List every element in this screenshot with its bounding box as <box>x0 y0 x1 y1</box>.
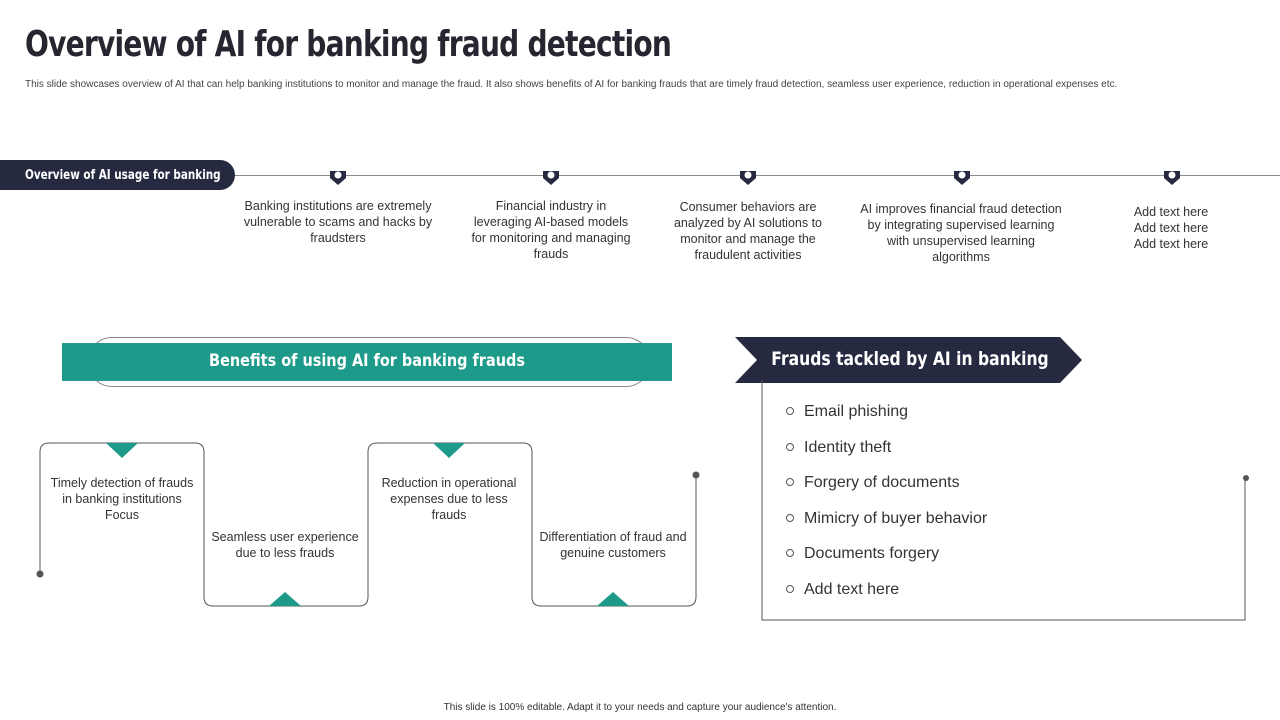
bullet-circle-icon <box>786 442 794 451</box>
overview-label-pill <box>0 160 235 190</box>
footer-note: This slide is 100% editable. Adapt it to… <box>443 702 837 713</box>
frauds-box-frame <box>761 380 1249 621</box>
bullet-circle-icon <box>786 477 794 486</box>
page-title: Overview of AI for banking fraud detecti… <box>25 24 672 65</box>
benefits-header-bar <box>62 343 672 381</box>
fraud-list-item: Forgery of documents <box>786 474 960 492</box>
overview-label: Overview of AI usage for banking <box>25 168 221 183</box>
benefit-item: Differentiation of fraud and genuine cus… <box>539 530 687 560</box>
overview-item: Banking institutions are extremely vulne… <box>243 199 433 245</box>
fraud-list-item: Identity theft <box>786 439 891 457</box>
benefit-item: Reduction in operational expenses due to… <box>381 476 517 522</box>
timeline-marker-icon <box>543 171 559 185</box>
timeline-marker-icon <box>740 171 756 185</box>
bullet-circle-icon <box>786 513 794 522</box>
bullet-circle-icon <box>786 548 794 557</box>
overview-item: Add text here Add text here Add text her… <box>1133 205 1209 251</box>
frauds-title: Frauds tackled by AI in banking <box>771 348 1049 370</box>
page-subtitle: This slide showcases overview of AI that… <box>25 79 1118 90</box>
benefit-item: Seamless user experience due to less fra… <box>211 530 359 560</box>
overview-item: AI improves financial fraud detection by… <box>860 202 1062 264</box>
bullet-circle-icon <box>786 406 794 415</box>
fraud-list-item: Mimicry of buyer behavior <box>786 510 987 528</box>
frauds-header-chevron <box>735 337 1082 383</box>
timeline-marker-icon <box>330 171 346 185</box>
timeline-marker-icon <box>954 171 970 185</box>
overview-item: Consumer behaviors are analyzed by AI so… <box>673 200 822 262</box>
fraud-list-item: Documents forgery <box>786 545 939 563</box>
fraud-list-item: Email phishing <box>786 403 908 421</box>
benefits-connector <box>36 442 700 607</box>
fraud-list-item: Add text here <box>786 581 899 599</box>
overview-item: Financial industry in leveraging AI-base… <box>471 199 631 261</box>
benefits-title: Benefits of using AI for banking frauds <box>209 351 525 371</box>
timeline-marker-icon <box>1164 171 1180 185</box>
bullet-circle-icon <box>786 584 794 593</box>
benefit-item: Timely detection of frauds in banking in… <box>50 476 194 522</box>
